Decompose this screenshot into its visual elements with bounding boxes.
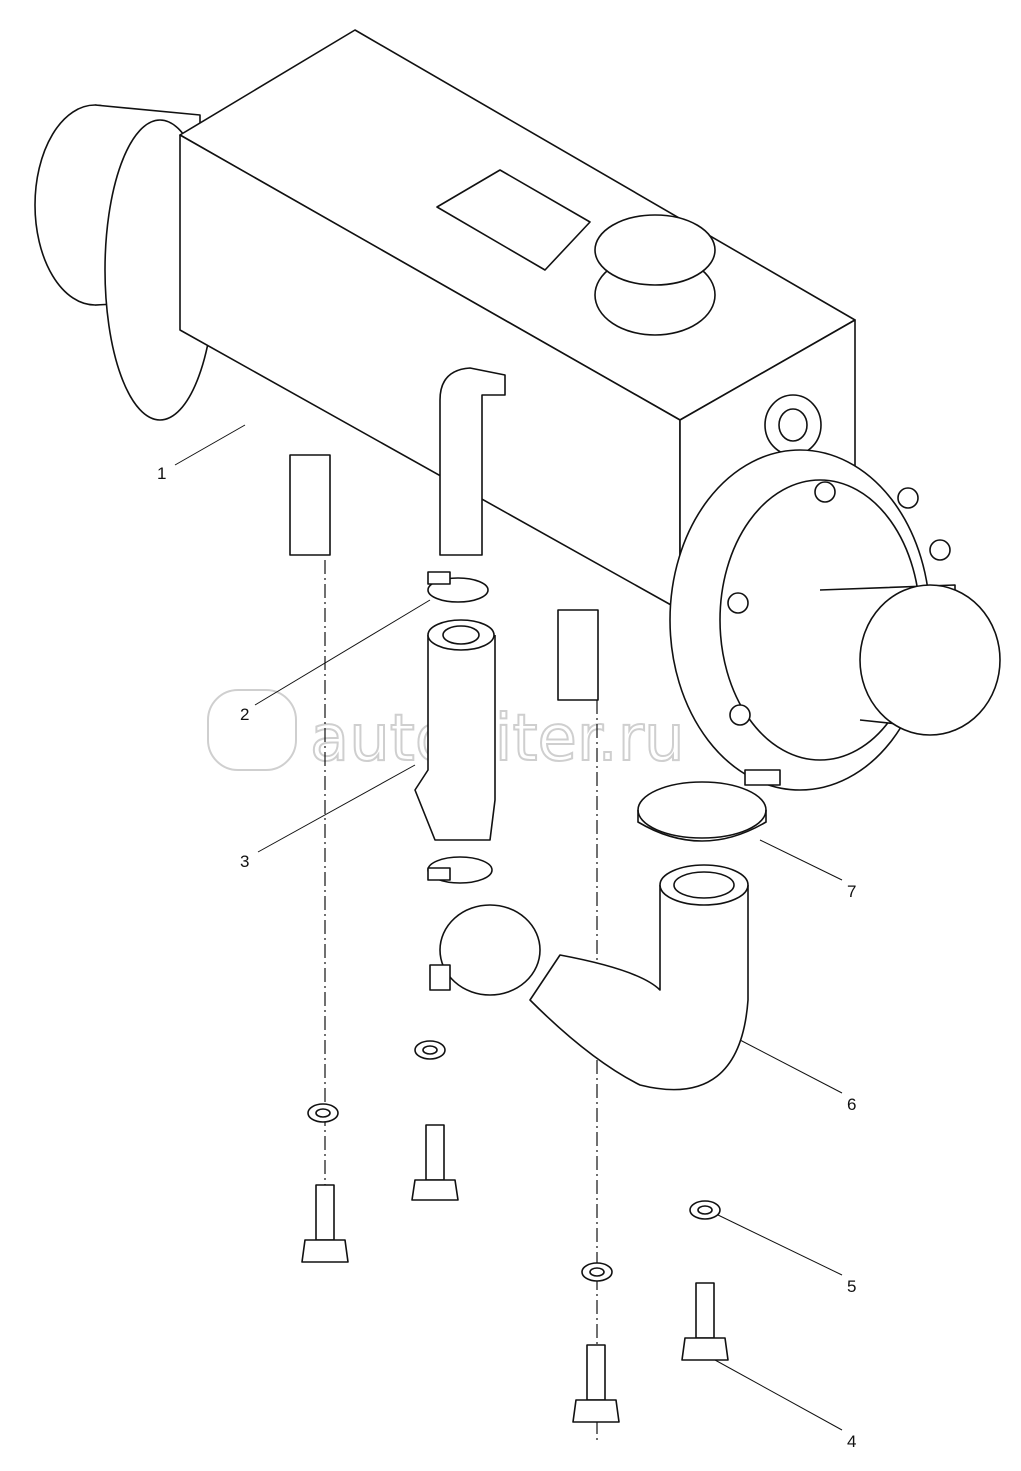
exhaust-outlet [859,584,1001,736]
straight-hose [414,619,496,841]
callout-number: 5 [847,1277,856,1296]
watermark: autopiter.ru [207,689,686,777]
right-mount-bracket [557,609,599,701]
heater-unit [34,29,1001,791]
washer [307,1103,339,1123]
label-plate [436,169,591,271]
bolt-head-icon [929,539,951,561]
callout-5: 5 [717,1214,856,1296]
bolt-head-icon [729,704,751,726]
callout-2: 2 [240,599,431,724]
watermark-text: autopiter.ru [310,702,685,776]
small-hose-clamp-lower [427,856,493,884]
filler-cap-top [594,214,716,286]
bolt-head-icon [727,592,749,614]
washer [689,1200,721,1220]
watermark-logo-icon [207,689,297,771]
callout-number: 2 [240,705,249,724]
elbow-hose [529,864,749,1091]
bolt [681,1282,729,1361]
bolt-head-icon [897,487,919,509]
callout-1: 1 [157,424,246,483]
left-mount-bracket [289,454,331,556]
callout-4: 4 [714,1359,856,1451]
large-hose-clamp-lower [429,904,541,996]
callout-number: 4 [847,1432,856,1451]
callout-3: 3 [240,764,416,871]
callout-number: 3 [240,852,249,871]
bolt [572,1344,620,1423]
bolt [411,1124,459,1201]
small-hose-clamp [427,571,489,603]
callout-7: 7 [759,839,856,901]
callout-number: 7 [847,882,856,901]
washer [414,1040,446,1060]
outlet-pipe-elbow [439,367,506,556]
coolant-port-hole [778,408,808,442]
callout-number: 6 [847,1095,856,1114]
large-hose-clamp [637,769,781,842]
bolt [301,1184,349,1263]
bolt-head-icon [814,481,836,503]
washer [581,1262,613,1282]
callout-number: 1 [157,464,166,483]
callout-6: 6 [739,1039,856,1114]
